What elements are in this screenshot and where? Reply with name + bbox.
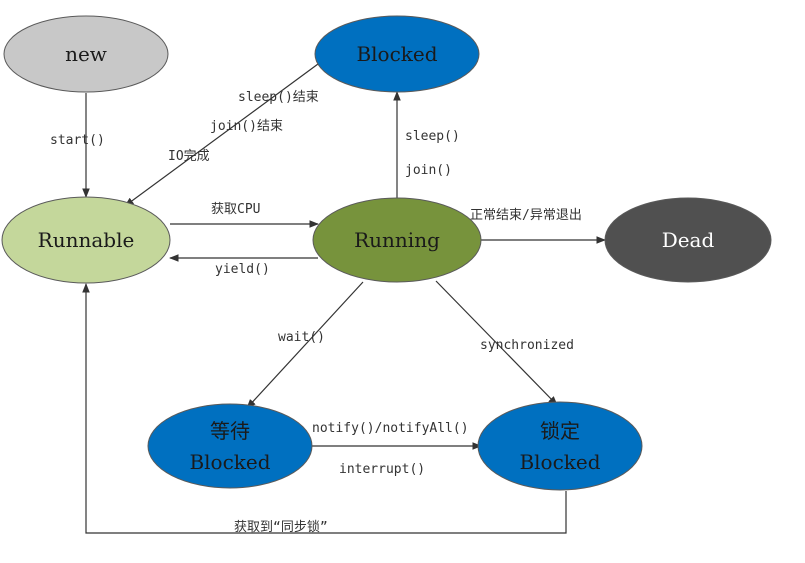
node-locked-blocked: 锁定 Blocked: [477, 401, 643, 491]
edge-running-to-waiting: [246, 281, 364, 409]
label-join: join(): [405, 163, 452, 178]
label-io-done: IO完成: [168, 149, 210, 164]
node-blocked-shape: [314, 15, 480, 93]
node-locked-blocked-line1: 锁定: [540, 419, 580, 443]
node-runnable-label: Runnable: [38, 228, 135, 252]
node-runnable-shape: [1, 196, 171, 284]
node-locked-blocked-shape: [477, 401, 643, 491]
label-get-lock: 获取到“同步锁”: [234, 519, 328, 535]
node-blocked-label: Blocked: [356, 42, 437, 66]
label-yield: yield(): [215, 262, 270, 277]
edge-running-to-locked: [435, 280, 558, 406]
node-dead-label: Dead: [662, 228, 715, 252]
node-running-shape: [312, 197, 482, 283]
node-running: Running: [312, 197, 482, 283]
node-runnable: Runnable: [1, 196, 171, 284]
edge-blocked-to-runnable: [124, 63, 319, 207]
node-new-shape: [3, 15, 169, 93]
node-running-label: Running: [354, 228, 440, 252]
label-join-end: join()结束: [210, 119, 283, 134]
edge-locked-to-runnable: [82, 283, 567, 534]
node-waiting-blocked: 等待 Blocked: [147, 403, 313, 489]
node-blocked: Blocked: [314, 15, 480, 93]
node-dead: Dead: [604, 197, 772, 283]
node-waiting-blocked-line2: Blocked: [189, 450, 270, 474]
label-sleep-end: sleep()结束: [238, 90, 319, 105]
node-dead-shape: [604, 197, 772, 283]
label-wait: wait(): [278, 330, 325, 345]
node-new-label: new: [65, 42, 107, 66]
label-sleep: sleep(): [405, 129, 460, 144]
label-interrupt: interrupt(): [339, 462, 425, 477]
label-normal-end: 正常结束/异常退出: [470, 208, 582, 223]
node-new: new: [3, 15, 169, 93]
label-start: start(): [50, 133, 105, 148]
node-waiting-blocked-shape: [147, 403, 313, 489]
node-locked-blocked-line2: Blocked: [519, 450, 600, 474]
node-waiting-blocked-line1: 等待: [210, 419, 250, 443]
label-synchronized: synchronized: [480, 338, 574, 353]
label-notify: notify()/notifyAll(): [312, 421, 469, 436]
label-get-cpu: 获取CPU: [211, 202, 260, 217]
